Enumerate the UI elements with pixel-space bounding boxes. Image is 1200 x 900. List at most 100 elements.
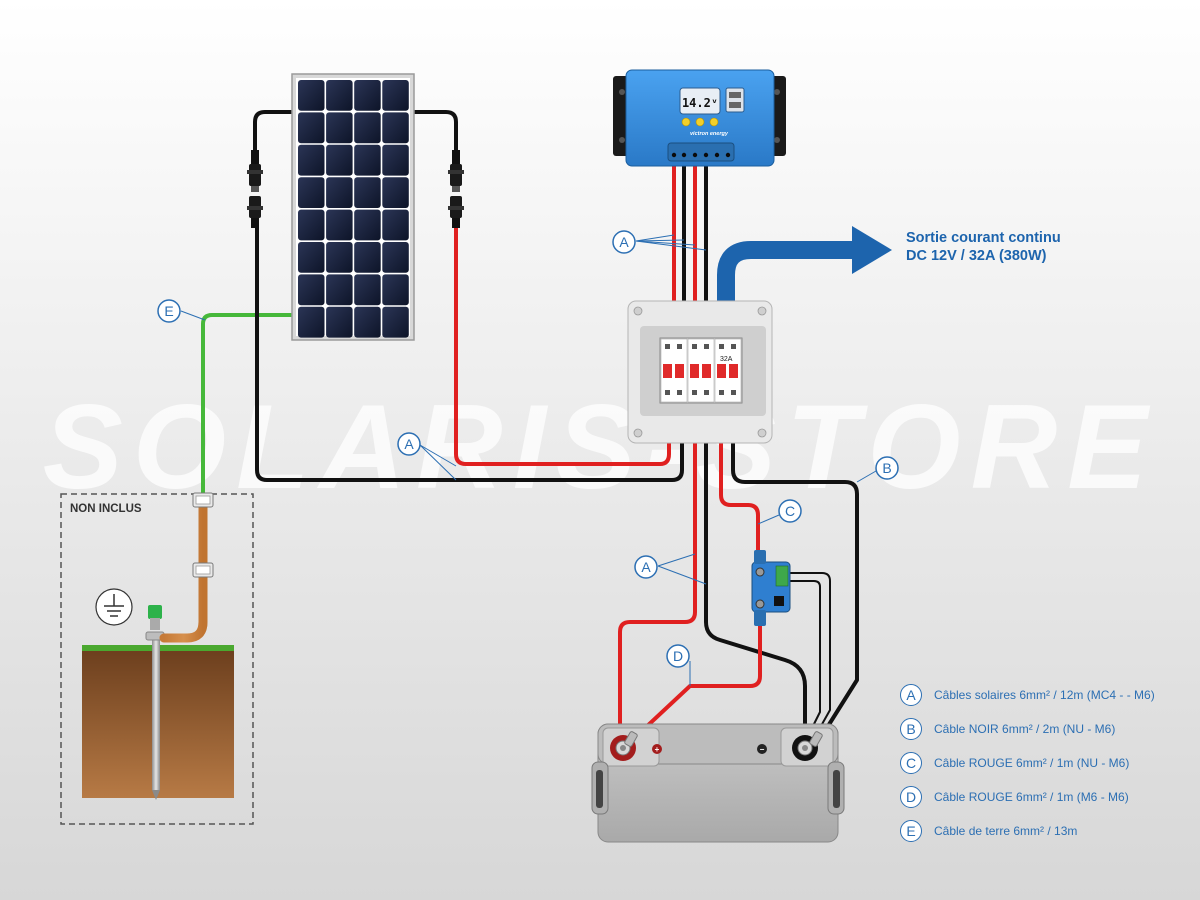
- dc-output-line1: Sortie courant continu: [906, 230, 1061, 246]
- legend-item-b: B Câble NOIR 6mm² / 2m (NU - M6): [900, 718, 1190, 740]
- callout-b: [875, 456, 899, 480]
- cable-c-red: [719, 396, 760, 560]
- breaker-rating: 32A: [720, 356, 733, 363]
- callout-a-top-letter: A: [619, 234, 629, 250]
- cable-d-red: [628, 623, 762, 744]
- cable-e-ground: [201, 313, 295, 497]
- legend-letter-d: D: [900, 786, 922, 808]
- solar-cell: [298, 274, 325, 306]
- callout-d-letter: D: [673, 648, 683, 664]
- cables: [159, 110, 862, 744]
- callout-c: [778, 499, 802, 523]
- solar-cell: [382, 144, 409, 176]
- callout-a-middle: [397, 432, 421, 456]
- non-inclus-label: NON INCLUS: [70, 503, 142, 515]
- callout-a-bottom: [634, 555, 658, 579]
- legend-letter-a: A: [900, 684, 922, 706]
- fuse-sense-wire-2: [789, 580, 821, 741]
- breaker-modules: [660, 338, 742, 403]
- callout-d: [666, 644, 690, 668]
- solar-cell: [382, 242, 409, 273]
- legend-letter-c: C: [900, 752, 922, 774]
- cable-legend: A Câbles solaires 6mm² / 12m (MC4 - - M6…: [900, 684, 1190, 854]
- legend-item-d: D Câble ROUGE 6mm² / 1m (M6 - M6): [900, 786, 1190, 808]
- battery-protect-device: [751, 550, 791, 626]
- charge-controller: 14.2ᵛ victron energy: [613, 69, 786, 167]
- callout-e-letter: E: [164, 303, 173, 319]
- callout-c-letter: C: [785, 503, 795, 519]
- solar-cell: [298, 242, 325, 273]
- solar-cell: [326, 209, 353, 241]
- solar-cell: [354, 306, 381, 338]
- cable-a-black-battery: [704, 396, 807, 744]
- solar-cell: [354, 242, 381, 273]
- legend-text-d: Câble ROUGE 6mm² / 1m (M6 - M6): [934, 790, 1129, 804]
- solar-cell: [326, 144, 353, 176]
- solar-cell: [354, 80, 381, 111]
- solar-cell: [354, 274, 381, 306]
- legend-item-e: E Câble de terre 6mm² / 13m: [900, 820, 1190, 842]
- cable-b-black: [731, 396, 859, 744]
- solar-cell: [298, 177, 325, 208]
- controller-display-value: 14.2ᵛ: [682, 96, 718, 110]
- solar-cell: [382, 306, 409, 338]
- callout-a-bottom-letter: A: [641, 559, 651, 575]
- battery-plus-sign: +: [655, 745, 660, 754]
- earth-clamps: [192, 492, 214, 578]
- solar-cell: [326, 80, 353, 111]
- controller-display: [679, 87, 721, 115]
- earth-rod: [152, 632, 160, 790]
- solar-cell: [382, 209, 409, 241]
- legend-text-b: Câble NOIR 6mm² / 2m (NU - M6): [934, 722, 1116, 736]
- cable-a-red-panel: [454, 223, 671, 466]
- watermark: SOLARIS-STORE: [43, 380, 1158, 514]
- callout-b-letter: B: [882, 460, 891, 476]
- panel-negative-lead: [253, 110, 295, 160]
- solar-cell: [354, 112, 381, 144]
- legend-item-a: A Câbles solaires 6mm² / 12m (MC4 - - M6…: [900, 684, 1190, 706]
- solar-cell: [382, 274, 409, 306]
- breaker-box: 32A: [627, 300, 773, 444]
- panel-positive-lead: [410, 110, 458, 160]
- legend-item-c: C Câble ROUGE 6mm² / 1m (NU - M6): [900, 752, 1190, 774]
- solar-cell: [326, 306, 353, 338]
- legend-text-e: Câble de terre 6mm² / 13m: [934, 824, 1078, 838]
- dc-output-arrowhead: [852, 226, 892, 274]
- fuse-sense-wire-1: [789, 572, 831, 743]
- legend-text-c: Câble ROUGE 6mm² / 1m (NU - M6): [934, 756, 1130, 770]
- solar-cell: [298, 306, 325, 338]
- legend-letter-b: B: [900, 718, 922, 740]
- callout-a-top: [612, 230, 636, 254]
- non-inclus-box: [60, 493, 254, 825]
- earth-rod-cap: [148, 605, 162, 619]
- callouts: E A A A B C D: [157, 230, 899, 686]
- solar-cell: [354, 209, 381, 241]
- solar-cell: [354, 144, 381, 176]
- earth-ground-icon: [95, 588, 133, 626]
- solar-cell: [326, 177, 353, 208]
- legend-letter-e: E: [900, 820, 922, 842]
- callout-e: [157, 299, 181, 323]
- solar-cell: [298, 209, 325, 241]
- solar-cell: [298, 80, 325, 111]
- solar-cell: [298, 112, 325, 144]
- dc-output-arrow: [717, 241, 862, 332]
- callout-a-middle-letter: A: [404, 436, 414, 452]
- battery: + −: [591, 723, 845, 843]
- solar-panel: [291, 73, 415, 341]
- solar-cell: [382, 177, 409, 208]
- solar-cells: [298, 80, 409, 338]
- non-inclus-section: NON INCLUS: [60, 493, 254, 825]
- cable-a-red-battery: [618, 396, 697, 744]
- solar-cell: [382, 112, 409, 144]
- dc-output-label: Sortie courant continu DC 12V / 32A (380…: [906, 229, 1061, 265]
- legend-text-a: Câbles solaires 6mm² / 12m (MC4 - - M6): [934, 688, 1155, 702]
- dc-output-line2: DC 12V / 32A (380W): [906, 248, 1047, 264]
- battery-minus-sign: −: [760, 745, 765, 754]
- mc4-connectors: [247, 150, 464, 228]
- controller-brand: victron energy: [690, 131, 729, 137]
- solar-cell: [382, 80, 409, 111]
- solar-cell: [298, 144, 325, 176]
